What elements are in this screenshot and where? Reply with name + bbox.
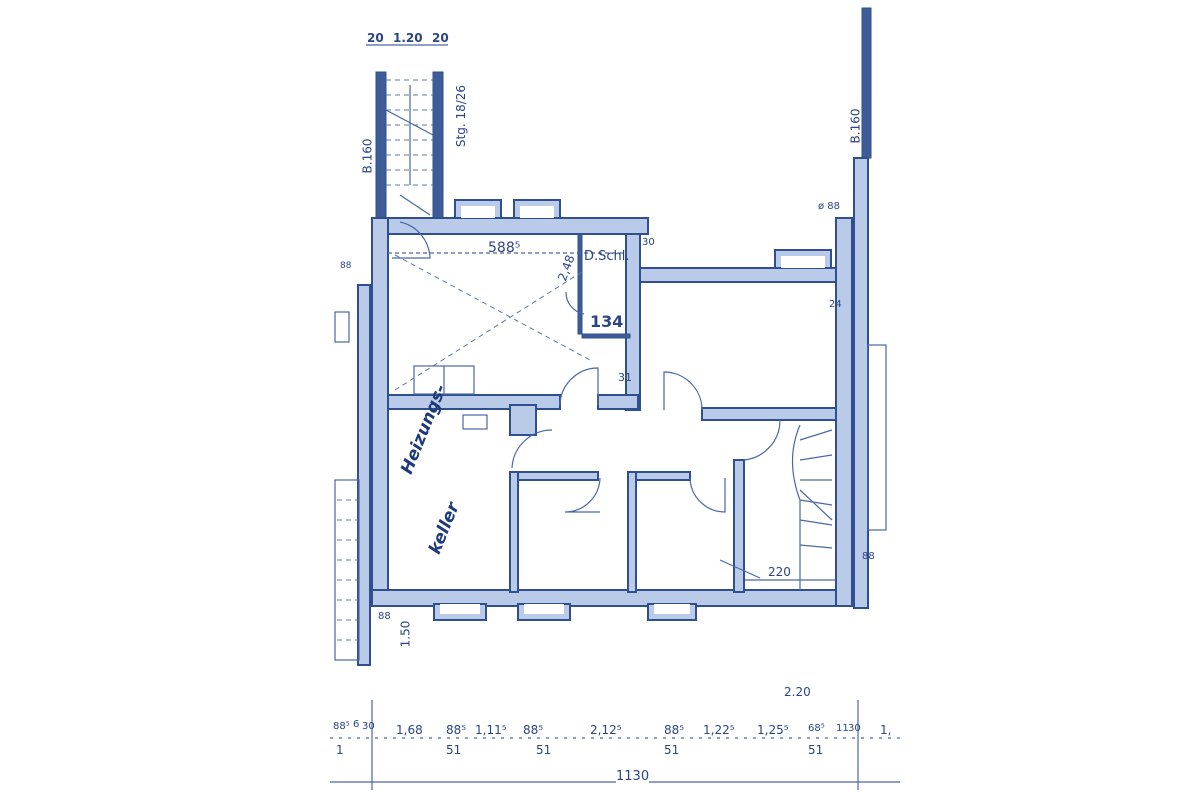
neighbor-wall [853, 157, 869, 609]
room-width: 588⁵ [488, 240, 521, 256]
closet-width: 134 [590, 312, 624, 331]
total-width: 1130 [616, 769, 650, 784]
left-neighbor [334, 284, 371, 666]
bottom-dim: 1,25⁵ [757, 723, 789, 737]
wall-24: 24 [829, 299, 842, 310]
bottom-sub: 51 [808, 743, 824, 757]
walls [371, 217, 853, 607]
bottom-dim: 30 [848, 723, 861, 734]
interior-stair [791, 424, 833, 590]
bottom-dim: 1, [880, 723, 892, 737]
bottom-dim: 2,12⁵ [590, 723, 622, 737]
room-diagonals [394, 254, 591, 391]
exterior-stair [375, 71, 444, 221]
bottom-dim: 68⁵ [808, 723, 825, 734]
dim-150: 1.50 [398, 620, 413, 648]
doors [392, 221, 781, 579]
bottom-dim: 88⁵ [333, 721, 350, 732]
stair-dim-left: 20 [367, 31, 384, 45]
closet-label: D.Schl. [584, 249, 630, 264]
right-88: 88 [862, 551, 875, 562]
right-stair-wall [861, 7, 872, 159]
right-d88: ø 88 [818, 201, 841, 212]
stair-dim-width: 1.20 [393, 31, 423, 45]
bottom-dim: 6 [353, 719, 360, 730]
dimension-lines [330, 44, 900, 790]
bottom-dim: 88⁵ [446, 723, 467, 737]
neighbor-room [867, 344, 887, 531]
bottom-sub: 51 [664, 743, 680, 757]
stair-right-label: Stg. 18/26 [454, 84, 469, 148]
bottom-dim: 11 [836, 723, 849, 734]
dim-220: 2.20 [784, 685, 811, 699]
stair-left-label: B.160 [360, 138, 375, 174]
bottom-sub: 51 [446, 743, 462, 757]
wall-30: 30 [642, 237, 655, 248]
bottom-dim: 1,68 [396, 723, 423, 737]
wall-31: 31 [618, 371, 632, 384]
left-88: 88 [340, 261, 352, 271]
dim-220-inner: 220 [768, 565, 791, 579]
bottom-sub: 1 [336, 743, 344, 757]
windows [413, 199, 832, 621]
bottom-dim: 1,11⁵ [475, 723, 507, 737]
bottom-left-88: 88 [378, 611, 391, 622]
right-stair-label: B.160 [848, 108, 863, 144]
stair-dim-right: 20 [432, 31, 449, 45]
bottom-dim: 88⁵ [523, 723, 544, 737]
bottom-dim: 1,22⁵ [703, 723, 735, 737]
bottom-dim: 30 [362, 721, 375, 732]
bottom-sub: 51 [536, 743, 552, 757]
bottom-dim: 88⁵ [664, 723, 685, 737]
boiler [462, 414, 488, 430]
